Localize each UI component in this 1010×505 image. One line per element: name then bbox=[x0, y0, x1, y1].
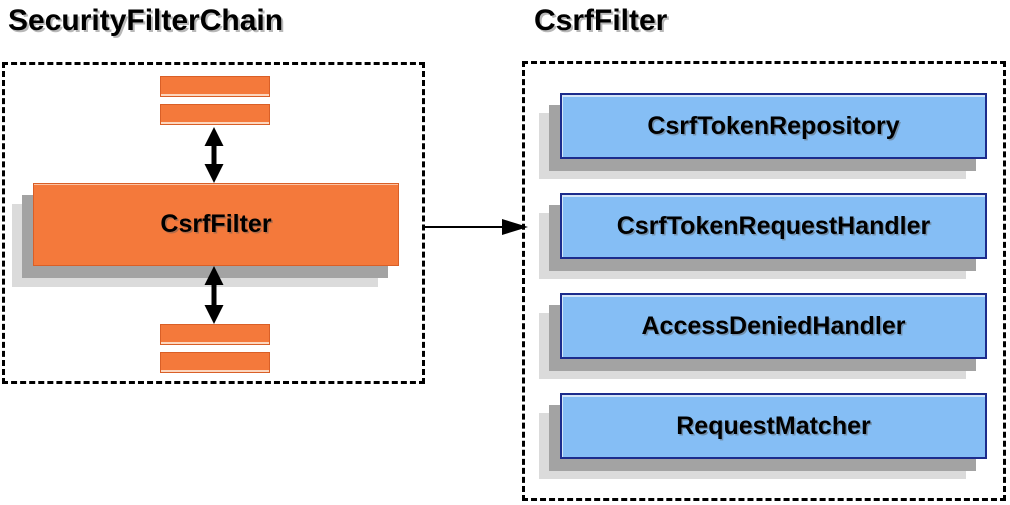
csrf-filter-node: CsrfFilter bbox=[33, 183, 399, 266]
filter-placeholder-bar bbox=[160, 324, 270, 345]
security-filter-chain-title: SecurityFilterChain bbox=[8, 4, 284, 37]
component-label: CsrfTokenRepository bbox=[647, 111, 900, 140]
filter-placeholder-bar bbox=[160, 104, 270, 125]
csrf-filter-components-container bbox=[522, 61, 1006, 501]
csrf-filter-node-label: CsrfFilter bbox=[160, 210, 272, 238]
component-box-csrf-token-request-handler: CsrfTokenRequestHandler bbox=[560, 193, 987, 259]
component-label: RequestMatcher bbox=[676, 411, 871, 440]
component-box-csrf-token-repository: CsrfTokenRepository bbox=[560, 93, 987, 159]
component-label: AccessDeniedHandler bbox=[641, 311, 906, 340]
filter-placeholder-bar bbox=[160, 352, 270, 373]
component-label: CsrfTokenRequestHandler bbox=[616, 211, 931, 240]
component-box-access-denied-handler: AccessDeniedHandler bbox=[560, 293, 987, 359]
csrf-filter-title: CsrfFilter bbox=[534, 4, 668, 37]
security-filter-chain-container bbox=[2, 62, 425, 384]
right-arrow-icon bbox=[424, 219, 528, 235]
filter-placeholder-bar bbox=[160, 76, 270, 97]
component-box-request-matcher: RequestMatcher bbox=[560, 393, 987, 459]
